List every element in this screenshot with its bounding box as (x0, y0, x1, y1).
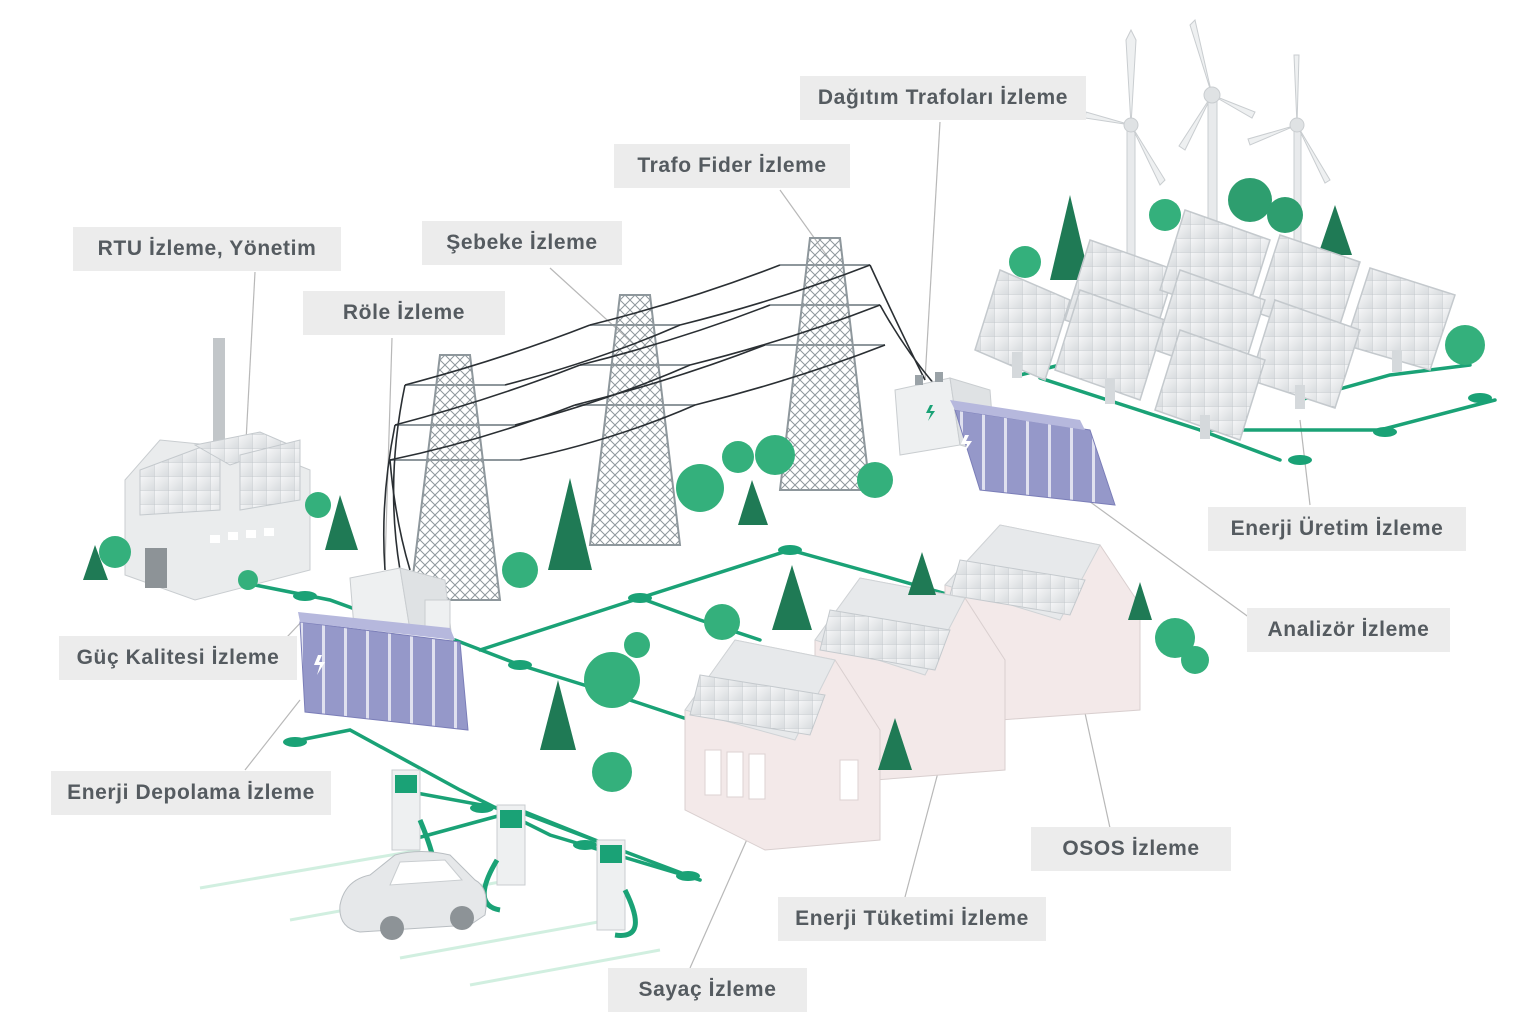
house-icon (684, 524, 1141, 851)
electric-car-icon (339, 851, 487, 940)
battery-storage-icon (298, 612, 469, 731)
label-dagitim-trafolari: Dağıtım Trafoları İzleme (800, 76, 1086, 120)
factory-icon (124, 338, 311, 601)
tree-icon (83, 435, 1209, 792)
label-enerji-uretim: Enerji Üretim İzleme (1208, 507, 1466, 551)
label-enerji-tuketimi: Enerji Tüketimi İzleme (778, 897, 1046, 941)
solar-panel-icon (974, 209, 1456, 441)
label-guc-kalitesi: Güç Kalitesi İzleme (59, 636, 297, 680)
label-trafo-fider: Trafo Fider İzleme (614, 144, 850, 188)
label-rtu: RTU İzleme, Yönetim (73, 227, 341, 271)
battery-storage-icon (950, 400, 1116, 506)
transmission-tower-icon (382, 237, 936, 601)
tree-icon (1009, 178, 1485, 365)
label-analizor: Analizör İzleme (1247, 608, 1450, 652)
label-sayac: Sayaç İzleme (608, 968, 807, 1012)
label-osos: OSOS İzleme (1031, 827, 1231, 871)
label-enerji-depolama: Enerji Depolama İzleme (51, 771, 331, 815)
label-sebeke: Şebeke İzleme (422, 221, 622, 265)
label-role: Röle İzleme (303, 291, 505, 335)
network-nodes (283, 393, 1492, 881)
ev-charger-icon (391, 769, 638, 938)
